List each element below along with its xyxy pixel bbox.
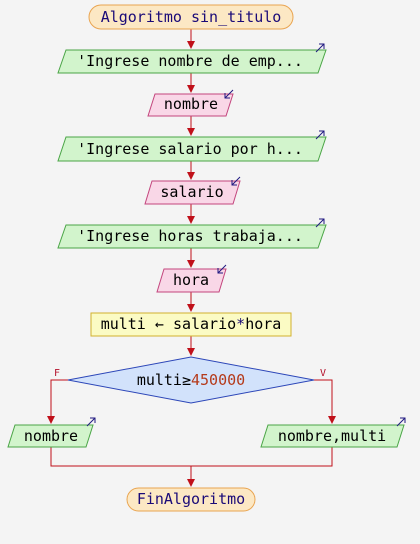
output-text-2: 'Ingrese salario por h... <box>77 140 303 158</box>
input-shape-1[interactable] <box>147 93 234 117</box>
assign-operator: * <box>236 315 246 333</box>
assign-expr-a: salario <box>172 315 237 333</box>
output-text-3: 'Ingrese horas trabaja... <box>77 227 303 245</box>
start-label: Algoritmo sin_titulo <box>101 8 282 26</box>
input-shape-3[interactable] <box>156 268 227 293</box>
input-text-3: hora <box>172 271 210 289</box>
decision-text: multi≥450000 <box>137 371 245 389</box>
process-text: multi ← salario*hora <box>101 315 282 333</box>
output-arrow-icon <box>315 130 325 140</box>
connector-false-branch <box>47 379 68 424</box>
input-shape-2[interactable] <box>144 180 241 205</box>
connector-true-branch <box>314 379 336 424</box>
assign-arrow: ← <box>154 315 164 333</box>
algorithm-name: sin_titulo <box>191 8 282 26</box>
output-shape-1[interactable] <box>57 49 327 74</box>
output-text-false: nombre <box>23 427 79 445</box>
end-terminal[interactable] <box>126 487 256 512</box>
output-arrow-icon <box>315 43 325 53</box>
connector-false-merge <box>50 447 191 467</box>
input-arrow-icon <box>217 264 227 274</box>
assign-target: multi <box>100 315 146 333</box>
start-keyword: Algoritmo <box>100 8 182 26</box>
output-arrow-icon <box>396 417 406 427</box>
condition-value: 450000 <box>191 371 246 389</box>
output-text-true: nombre,multi <box>277 427 387 445</box>
connector-true-merge <box>191 447 333 467</box>
output-text-1: 'Ingrese nombre de emp... <box>77 52 303 70</box>
true-branch-label: V <box>320 368 327 379</box>
process-shape[interactable] <box>90 312 292 337</box>
condition-variable: multi <box>136 371 182 389</box>
input-arrow-icon <box>224 89 234 99</box>
input-arrow-icon <box>231 176 241 186</box>
end-label: FinAlgoritmo <box>136 490 246 508</box>
start-terminal[interactable] <box>88 4 294 30</box>
decision-shape[interactable] <box>67 356 315 404</box>
output-shape-false[interactable] <box>7 424 94 448</box>
false-branch-label: F <box>54 368 61 379</box>
condition-operator: ≥ <box>181 371 191 389</box>
input-text-2: salario <box>160 183 224 201</box>
output-shape-2[interactable] <box>57 136 327 162</box>
input-text-1: nombre <box>163 95 219 113</box>
output-shape-true[interactable] <box>260 424 405 448</box>
output-arrow-icon <box>86 417 96 427</box>
output-shape-3[interactable] <box>57 224 327 249</box>
assign-expr-b: hora <box>245 315 282 333</box>
output-arrow-icon <box>315 218 325 228</box>
